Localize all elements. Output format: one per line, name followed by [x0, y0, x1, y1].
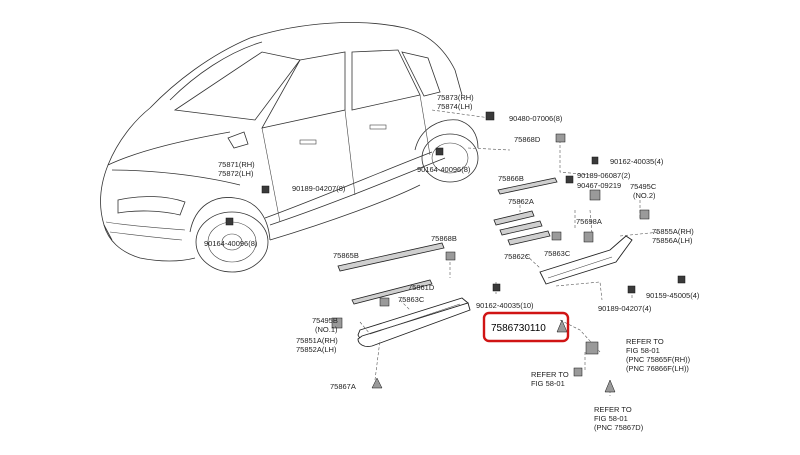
label-75861d: 75861D [408, 283, 435, 292]
label-75495c: 75495C [630, 182, 657, 191]
screw-90164b-icon [435, 147, 444, 156]
clip-75863c-l-icon [379, 297, 390, 307]
label-75872: 75872(LH) [218, 169, 254, 178]
ref1-line3: (PNC 75865F(RH)) [626, 355, 691, 364]
clip-ref2-icon [573, 367, 583, 377]
clip-75495c-icon [639, 209, 650, 220]
label-75868d: 75868D [514, 135, 541, 144]
label-90189c: 90189-04207(4) [598, 304, 652, 313]
clip-ref3-icon [604, 379, 616, 393]
ref1-line2: FIG 58-01 [626, 346, 660, 355]
nut-90189c-icon [627, 285, 636, 294]
rocker-molding-75851a [357, 297, 471, 347]
nut-90189a-icon [261, 185, 270, 194]
label-90162a: 90162-40035(4) [610, 157, 664, 166]
ref1-line1: REFER TO [626, 337, 664, 346]
clip-90480-icon [485, 111, 495, 121]
screw-90162-icon [591, 156, 599, 165]
clip-75698a-icon [583, 231, 594, 243]
label-75851a: 75851A(RH) [296, 336, 338, 345]
label-90159: 90159-45005(4) [646, 291, 700, 300]
label-90164b: 90164-40096(8) [417, 165, 471, 174]
label-75495b-no: (NO.1) [315, 325, 338, 334]
clip-75863c-r-icon [551, 231, 562, 241]
clip-highlight-icon [556, 319, 568, 333]
label-90480: 90480-07006(8) [509, 114, 563, 123]
highlighted-part[interactable]: 7586730110 [482, 311, 570, 343]
screw-90164a-icon [225, 217, 234, 226]
label-75495c-no: (NO.2) [633, 191, 656, 200]
car-illustration [100, 22, 479, 273]
highlight-box[interactable] [482, 311, 570, 343]
label-75865b: 75865B [333, 251, 359, 260]
part-labels: 75873(RH) 75874(LH) 90480-07006(8) 75868… [204, 93, 700, 432]
label-75698a: 75698A [576, 217, 602, 226]
clip-90467-icon [589, 189, 601, 201]
label-90467: 90467-09219 [577, 181, 621, 190]
strip-75861d [351, 279, 433, 305]
label-75855a: 75855A(RH) [652, 227, 694, 236]
label-75495b: 75495B [312, 316, 338, 325]
label-75871: 75871(RH) [218, 160, 255, 169]
label-75863c-l: 75863C [398, 295, 425, 304]
clip-75868b-icon [445, 251, 456, 261]
ref2-line1: REFER TO [531, 370, 569, 379]
highlight-part-number[interactable]: 7586730110 [491, 323, 546, 334]
pads-75862a [493, 210, 551, 246]
label-75862a: 75862A [508, 197, 534, 206]
label-90164a: 90164-40096(8) [204, 239, 258, 248]
strip-75866b [497, 177, 558, 195]
label-75867a: 75867A [330, 382, 356, 391]
label-75874: 75874(LH) [437, 102, 473, 111]
ref3-line2: FIG 58-01 [594, 414, 628, 423]
screw-90162b-icon [492, 283, 501, 292]
nut-90189-icon [565, 175, 574, 184]
label-90162b: 90162-40035(10) [476, 301, 534, 310]
label-75868b: 75868B [431, 234, 457, 243]
ref3-line3: (PNC 75867D) [594, 423, 644, 432]
ref2-line2: FIG 58-01 [531, 379, 565, 388]
label-75866b: 75866B [498, 174, 524, 183]
nut-90159-icon [677, 275, 686, 284]
rear-molding-75855a [539, 235, 633, 301]
clip-75867a-icon [371, 377, 383, 389]
label-75862c: 75862C [504, 252, 531, 261]
label-75873: 75873(RH) [437, 93, 474, 102]
label-75852a: 75852A(LH) [296, 345, 337, 354]
bracket-ref1-icon [585, 341, 599, 355]
clip-75868d-icon [555, 133, 566, 143]
clip-75495b-icon [331, 317, 343, 329]
label-90189b: 90189-06087(2) [577, 171, 631, 180]
label-75856a: 75856A(LH) [652, 236, 693, 245]
leader-lines [359, 109, 661, 396]
ref3-line1: REFER TO [594, 405, 632, 414]
label-90189a: 90189-04207(8) [292, 184, 346, 193]
strip-75865b [337, 242, 445, 272]
label-75863c-r: 75863C [544, 249, 571, 258]
fastener-clips [225, 111, 686, 393]
ref1-line4: (PNC 76866F(LH)) [626, 364, 689, 373]
